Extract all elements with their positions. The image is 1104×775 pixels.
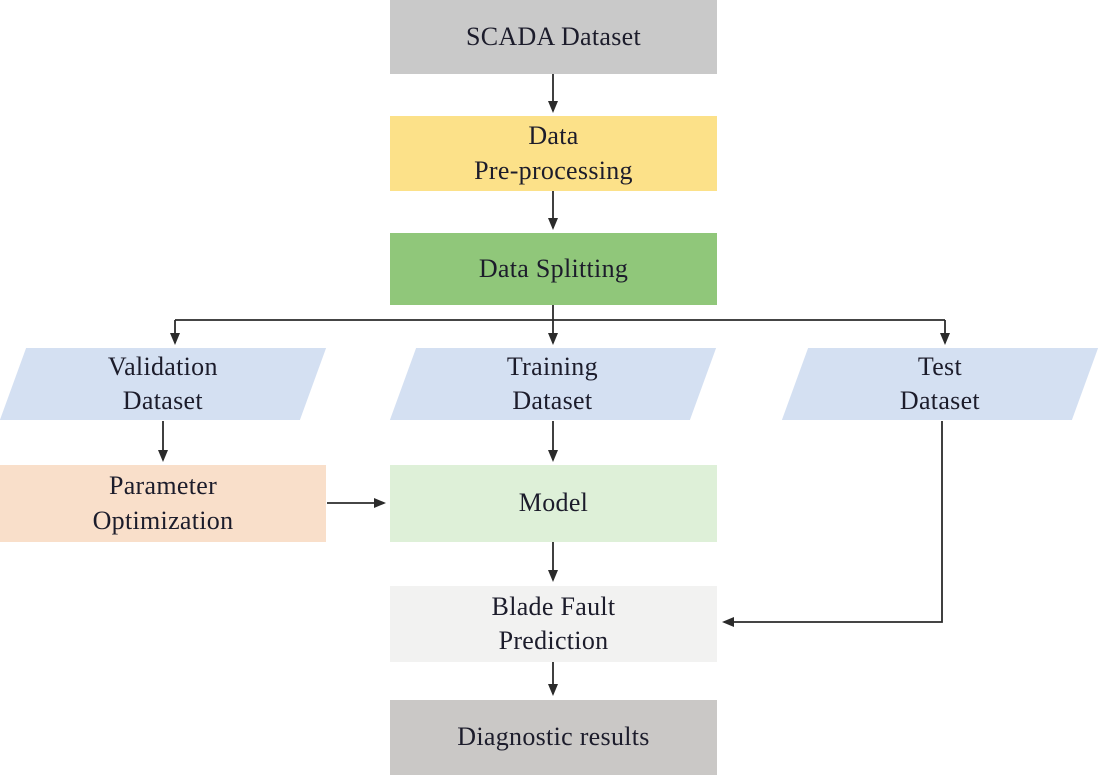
node-model-label: Model	[518, 488, 589, 518]
node-training-dataset-label: Training Dataset	[507, 351, 599, 415]
node-model: Model	[390, 465, 717, 542]
node-parameter-optimization-label: Parameter Optimization	[92, 471, 234, 535]
node-data-preprocessing-label: Data Pre-processing	[474, 121, 633, 185]
node-parameter-optimization: Parameter Optimization	[0, 465, 326, 542]
node-validation-dataset-label: Validation Dataset	[108, 351, 218, 415]
node-scada-dataset: SCADA Dataset	[390, 0, 717, 74]
node-data-splitting: Data Splitting	[390, 233, 717, 305]
edge-test-to-prediction	[722, 421, 943, 627]
node-test-dataset: Test Dataset	[781, 348, 1099, 420]
node-validation-dataset: Validation Dataset	[0, 348, 327, 420]
node-blade-fault-prediction: Blade Fault Prediction	[390, 586, 717, 662]
branch-line	[175, 305, 945, 321]
node-diagnostic-results-label: Diagnostic results	[457, 722, 650, 752]
node-test-dataset-label: Test Dataset	[899, 351, 981, 415]
node-data-splitting-label: Data Splitting	[478, 253, 629, 283]
node-training-dataset: Training Dataset	[389, 348, 717, 420]
node-diagnostic-results: Diagnostic results	[390, 700, 717, 775]
node-scada-dataset-label: SCADA Dataset	[465, 21, 642, 51]
node-blade-fault-prediction-label: Blade Fault Prediction	[491, 591, 616, 655]
node-data-preprocessing: Data Pre-processing	[390, 116, 717, 191]
